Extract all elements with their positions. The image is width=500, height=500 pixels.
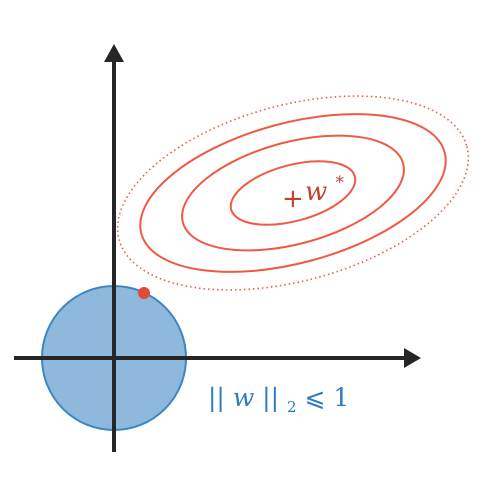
constraint-subscript: 2 bbox=[287, 398, 297, 416]
constraint-bars-close: || bbox=[262, 383, 279, 413]
arrow-up-icon bbox=[104, 44, 124, 62]
loss-contour-1 bbox=[229, 160, 357, 226]
arrow-right-icon bbox=[404, 348, 421, 368]
optimum-label: w * bbox=[305, 173, 345, 207]
loss-contour-2 bbox=[181, 134, 405, 252]
constraint-bars-open: || bbox=[208, 383, 225, 413]
constraint-relation: ⩽ 1 bbox=[304, 383, 349, 412]
optimum-superscript: * bbox=[336, 173, 345, 193]
tangent-point bbox=[138, 287, 150, 299]
constraint-variable: w bbox=[233, 383, 254, 412]
constraint-label: || w || 2 ⩽ 1 bbox=[208, 383, 349, 418]
optimum-marker: + bbox=[282, 184, 304, 214]
optimum-variable: w bbox=[305, 177, 327, 207]
loss-contour-3 bbox=[139, 113, 447, 273]
